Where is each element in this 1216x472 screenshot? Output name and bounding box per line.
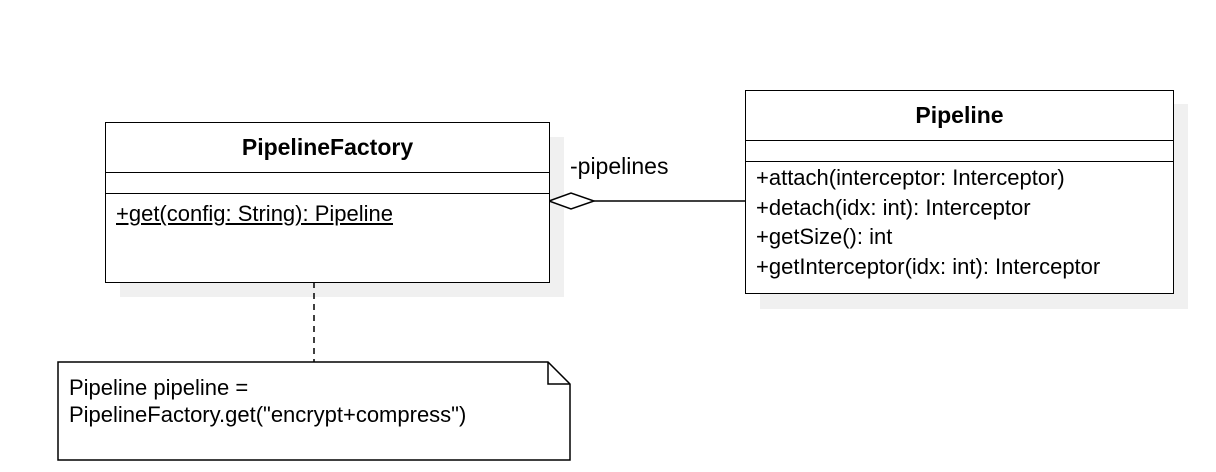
operation-get[interactable]: +get(config: String): Pipeline (116, 201, 393, 226)
class-attributes (746, 141, 1173, 162)
class-attributes (106, 173, 549, 194)
note-text: Pipeline pipeline = PipelineFactory.get(… (69, 374, 466, 428)
note-line: PipelineFactory.get("encrypt+compress") (69, 402, 467, 427)
note-line: Pipeline pipeline = (69, 375, 249, 400)
note-fold-icon (547, 362, 570, 385)
class-pipeline[interactable]: Pipeline +attach(interceptor: Intercepto… (745, 90, 1174, 294)
class-name: PipelineFactory (106, 123, 549, 173)
class-operations: +attach(interceptor: Interceptor) +detac… (746, 162, 1173, 281)
operation-detach[interactable]: +detach(idx: int): Interceptor (756, 194, 1031, 220)
association-role-label: -pipelines (570, 153, 669, 179)
class-pipelinefactory[interactable]: PipelineFactory +get(config: String): Pi… (105, 122, 550, 283)
class-operations: +get(config: String): Pipeline (106, 194, 549, 229)
class-name: Pipeline (746, 91, 1173, 141)
operation-getsize[interactable]: +getSize(): int (756, 224, 893, 249)
note-shape[interactable] (57, 361, 571, 461)
aggregation-diamond-icon (546, 192, 597, 210)
operation-getinterceptor[interactable]: +getInterceptor(idx: int): Interceptor (756, 253, 1101, 279)
operation-attach[interactable]: +attach(interceptor: Interceptor) (756, 165, 1065, 190)
